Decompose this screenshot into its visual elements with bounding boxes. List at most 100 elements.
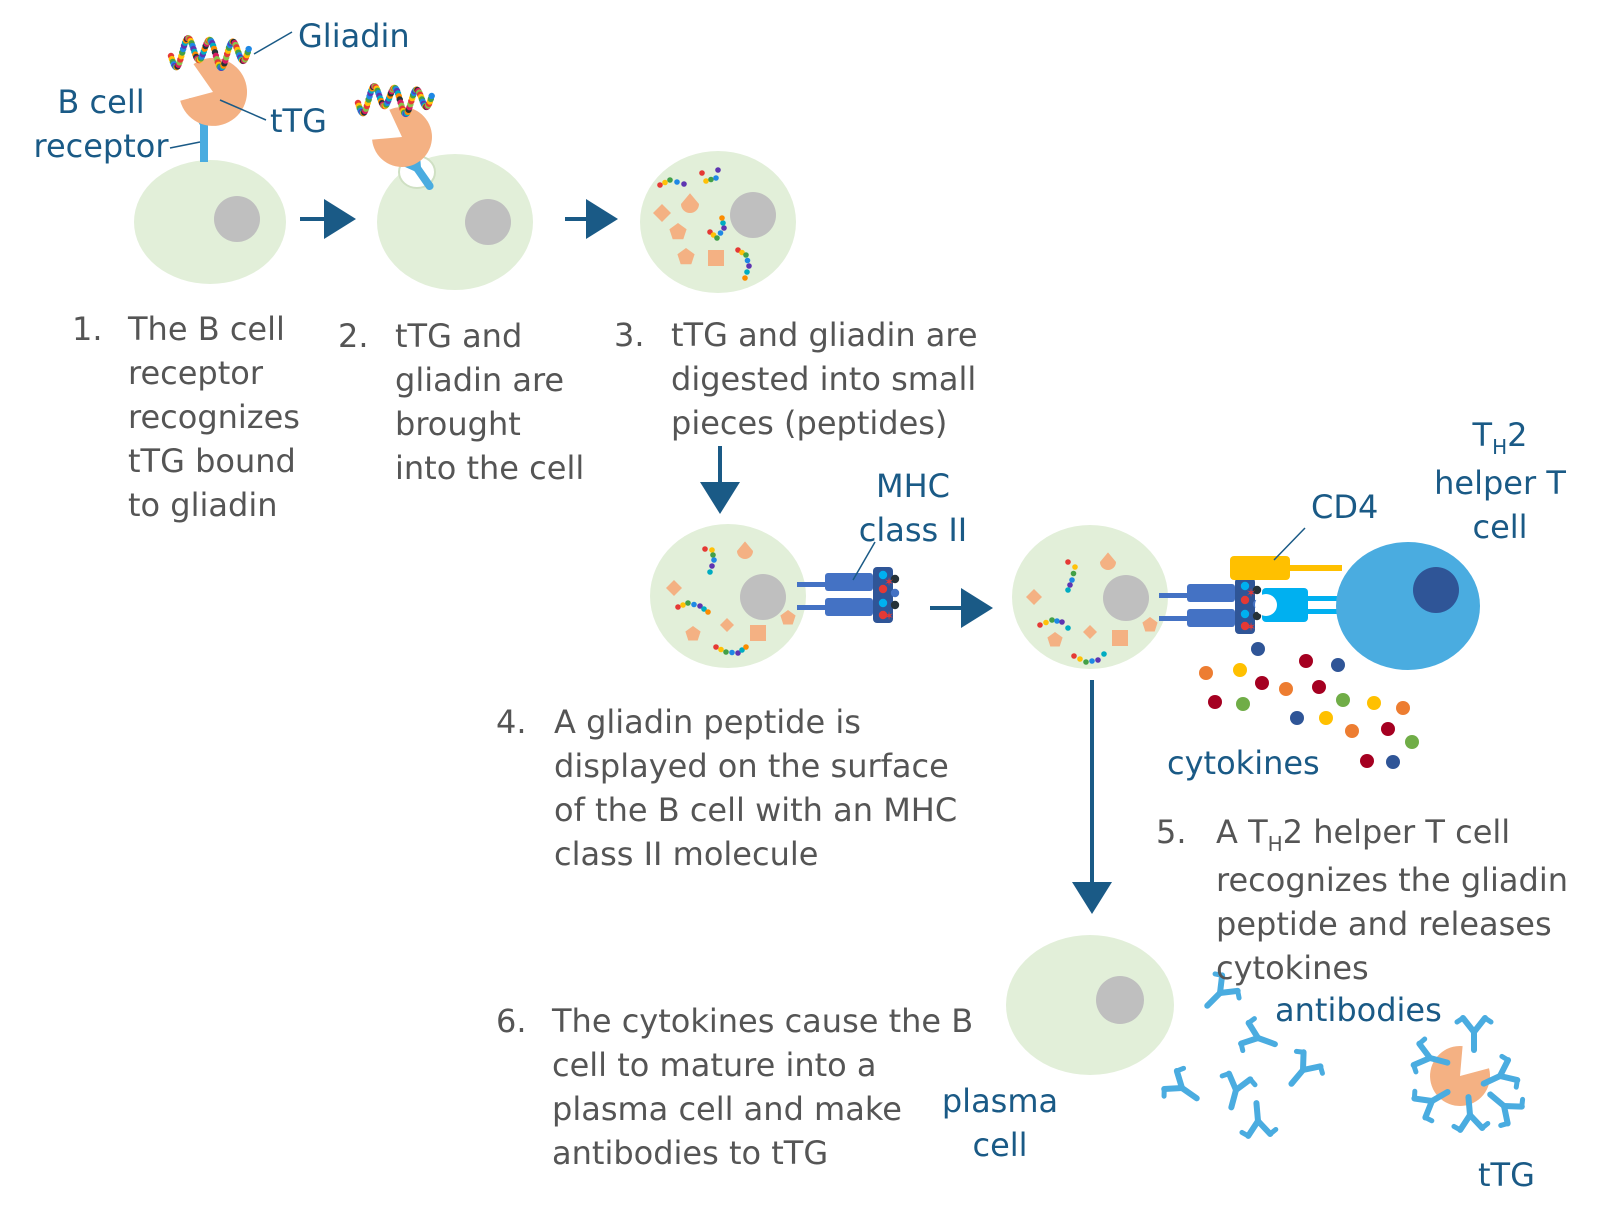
antibodies-label: antibodies [1275, 991, 1442, 1029]
mhc-label-line1: MHC [875, 467, 950, 505]
step-1-line: to gliadin [128, 486, 278, 524]
mhc-chain [1187, 609, 1235, 627]
ttg-leader-line [219, 99, 267, 121]
gliadin-bead [1071, 653, 1077, 659]
antibody-tip [1454, 1015, 1466, 1025]
gliadin-label: Gliadin [298, 17, 410, 55]
ttg-label-bottom: tTG [1478, 1156, 1535, 1194]
mhc-chain [825, 598, 873, 616]
antibody-tip [1293, 1048, 1307, 1055]
cytokine-dot [1290, 711, 1304, 725]
cd4-stem [1290, 565, 1342, 571]
gliadin-bead [675, 604, 681, 610]
peptide-bead [1240, 595, 1250, 605]
bound-antibody-icon [1451, 1094, 1491, 1133]
antibody-tip [1247, 1076, 1258, 1088]
antibody-tip [1411, 1088, 1418, 1101]
gliadin-bead [1077, 656, 1083, 662]
step-3-number: 3. [614, 316, 645, 354]
t-cell-receptor [1255, 588, 1338, 622]
mhc-class-ii-stage-5: ✶✶ [1159, 578, 1262, 634]
gliadin-bead [1072, 564, 1078, 570]
antibody-tip [1174, 1065, 1187, 1074]
antibody-arm [1411, 1095, 1435, 1104]
gliadin-bead [667, 177, 673, 183]
antibody-arm [1501, 1103, 1511, 1127]
b-cell-stage-4 [650, 524, 806, 668]
gliadin-bead [729, 649, 735, 656]
cd4-molecule [1230, 556, 1290, 580]
mhc-class-ii-stage-4: ✶✶ [797, 567, 900, 623]
antibody-tip [1451, 1123, 1463, 1133]
step-3-line: digested into small [671, 360, 977, 398]
peptide-fragment [675, 600, 711, 615]
ttg-fragment-square [750, 625, 766, 641]
antibody-arm [1457, 1112, 1473, 1133]
step-4-number: 4. [496, 703, 527, 741]
b-cell-nucleus [1096, 976, 1144, 1024]
antibody-tip [1416, 1036, 1428, 1047]
step-6-line: cell to mature into a [552, 1046, 877, 1084]
gliadin-bead [657, 182, 663, 188]
cytokines-label: cytokines [1167, 744, 1320, 782]
step-1-line: receptor [128, 354, 264, 392]
cytokine-dot [1405, 735, 1419, 749]
b-cell-nucleus [1103, 575, 1149, 621]
mhc-chain [825, 573, 873, 591]
bound-antibody-icon [1454, 1015, 1494, 1053]
step-3-text: 3. tTG and gliadin are digested into sma… [614, 313, 1014, 445]
gliadin-bead [735, 247, 741, 253]
ttg-fragment-pentagon [685, 626, 701, 641]
cytokine-dot [1233, 663, 1247, 677]
th2-label-line1: TH2 [1472, 416, 1528, 459]
step-2-line: tTG and [395, 317, 523, 355]
mhc-groove [1235, 578, 1255, 634]
cytokine-dot [1360, 754, 1374, 768]
peptide-fragment [735, 247, 752, 281]
antibody-arm [1471, 1015, 1488, 1035]
ttg-fragment-diamond [720, 618, 734, 632]
step-4-line: of the B cell with an MHC [554, 791, 958, 829]
gliadin-bead [697, 603, 703, 609]
step-4-line: A gliadin peptide is [554, 703, 861, 741]
peptide-bead [878, 598, 888, 608]
cytokine-dot [1251, 642, 1265, 656]
step-2-text: 2. tTG and gliadin are brought into the … [338, 314, 618, 490]
peptide-fragment [702, 546, 717, 575]
gliadin-bead [739, 249, 745, 256]
antibody-tip [1479, 1120, 1491, 1131]
gliadin-bead [718, 646, 724, 653]
cytokine-dot [1319, 711, 1333, 725]
peptide-bead [1240, 621, 1250, 631]
ttg-fragment-pentagon [780, 610, 796, 625]
bound-antibody-icon [1410, 1036, 1451, 1075]
ttg-enzyme-stage-2 [372, 106, 432, 167]
mhc-groove [873, 567, 893, 623]
gliadin-bead [705, 609, 711, 615]
step-1-text: 1. The B cell receptor recognizes tTG bo… [72, 307, 332, 527]
antibody-arm [1497, 1073, 1521, 1084]
mhc-stem [797, 605, 827, 610]
b-cell-stage-5 [1012, 525, 1168, 669]
cytokine-dot [1396, 701, 1410, 715]
ttg-enzyme-stage-1 [180, 57, 248, 126]
gliadin-bead [702, 546, 708, 552]
plasma-cell [1006, 935, 1174, 1075]
gliadin-bead [681, 181, 687, 187]
gliadin-bead [701, 606, 707, 612]
cd4-leader-line [1273, 527, 1306, 561]
step-1-number: 1. [72, 310, 103, 348]
gliadin-bead [720, 220, 726, 226]
antibody-tip [1246, 1016, 1257, 1026]
gliadin-bead [1065, 587, 1071, 593]
step-5-text: 5. A TH2 helper T cell recognizes the gl… [1156, 810, 1596, 990]
gliadin-bead [1043, 619, 1049, 626]
plasma-label-line1: plasma [941, 1082, 1059, 1120]
antibody-stem [1228, 1087, 1239, 1111]
antibody-tip [1235, 988, 1242, 1001]
mhc-leader-line [852, 541, 876, 581]
peptide-bead [890, 574, 900, 584]
step-6-line: antibodies to tTG [552, 1134, 829, 1172]
b-cell-nucleus [740, 574, 786, 620]
